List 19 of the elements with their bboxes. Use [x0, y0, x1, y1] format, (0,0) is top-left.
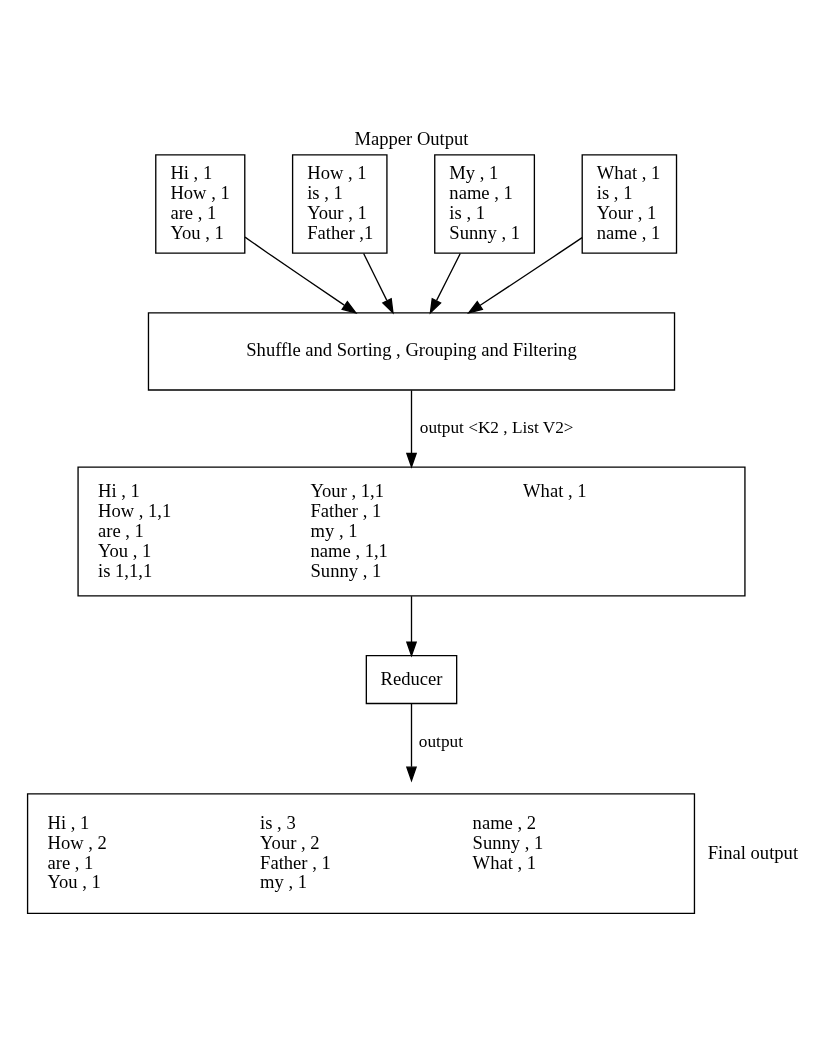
- node-box: My , 1 name , 1 is , 1 Sunny , 1: [434, 153, 536, 254]
- node-label: Final output: [707, 841, 799, 863]
- arrow: [405, 702, 418, 782]
- edge-label: output <K2 , List V2>: [419, 417, 574, 437]
- node-box: What , 1 is , 1 Your , 1 name , 1: [581, 153, 678, 254]
- node-box: Shuffle and Sorting , Grouping and Filtering: [147, 311, 676, 391]
- arrow: [244, 235, 358, 314]
- node-box: Reducer: [365, 654, 458, 704]
- arrow: [405, 389, 418, 469]
- arrow: [429, 252, 461, 314]
- edge-label: output: [418, 731, 463, 751]
- node-box: Hi , 1 How , 1,1 are , 1 You , 1 is 1,1,1 Your , 1,1 Father , 1 my , 1 name , 1,1 Sunny , 1 What , 1: [77, 465, 746, 597]
- arrow: [405, 595, 418, 657]
- arrow: [467, 236, 583, 314]
- arrow: [363, 252, 394, 314]
- node-box: Hi , 1 How , 2 are , 1 You , 1 is , 3 Your , 2 Father , 1 my , 1 name , 2 Sunny , 1 What , 1: [26, 792, 696, 914]
- node-box: How , 1 is , 1 Your , 1 Father ,1: [291, 153, 388, 254]
- node-box: Hi , 1 How , 1 are , 1 You , 1: [155, 153, 246, 254]
- diagram-title: Mapper Output: [354, 127, 469, 149]
